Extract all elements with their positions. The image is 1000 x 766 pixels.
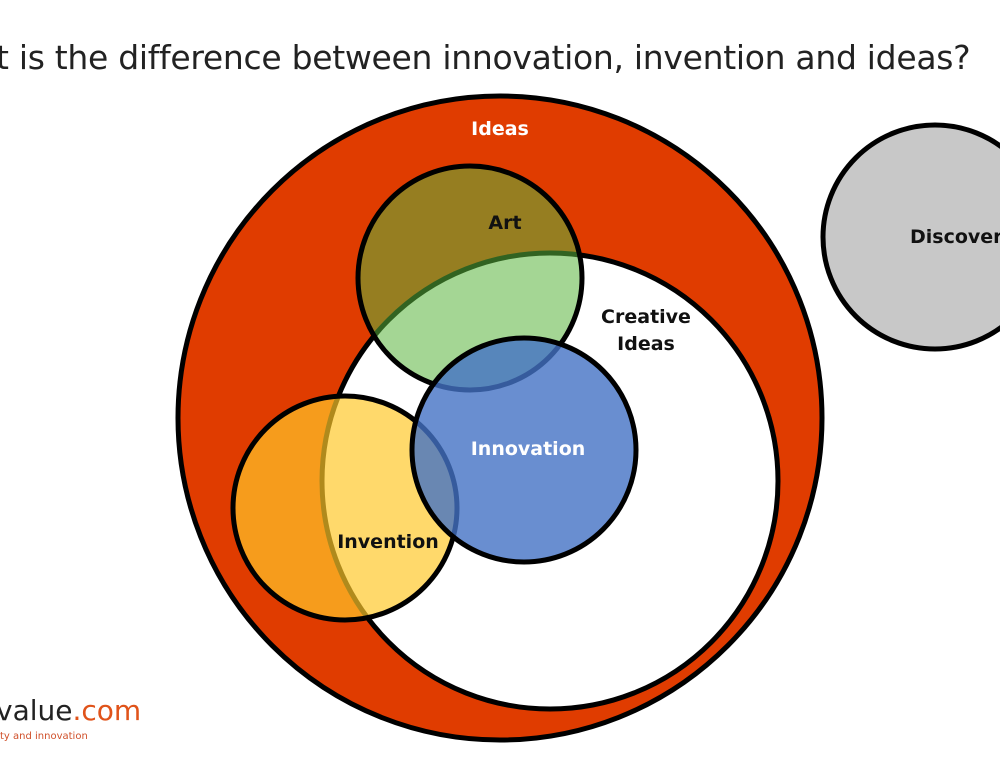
slide-title: t is the difference between innovation, … xyxy=(0,38,971,77)
innovation-label: Innovation xyxy=(471,438,586,460)
logo-name: value xyxy=(0,694,73,727)
logo-tagline: ty and innovation xyxy=(0,731,88,742)
ideas-label: Ideas xyxy=(471,118,529,140)
creative-ideas-label: Creative xyxy=(601,306,691,328)
discovery-label: Discovery xyxy=(910,226,1000,248)
discovery-circle xyxy=(820,122,1000,352)
invention-label: Invention xyxy=(337,531,439,553)
creative-ideas-label-line2: Ideas xyxy=(617,333,675,355)
logo: value.com xyxy=(0,694,141,727)
innovation-circle xyxy=(409,335,639,565)
art-label: Art xyxy=(488,212,521,234)
logo-suffix: .com xyxy=(72,694,142,727)
